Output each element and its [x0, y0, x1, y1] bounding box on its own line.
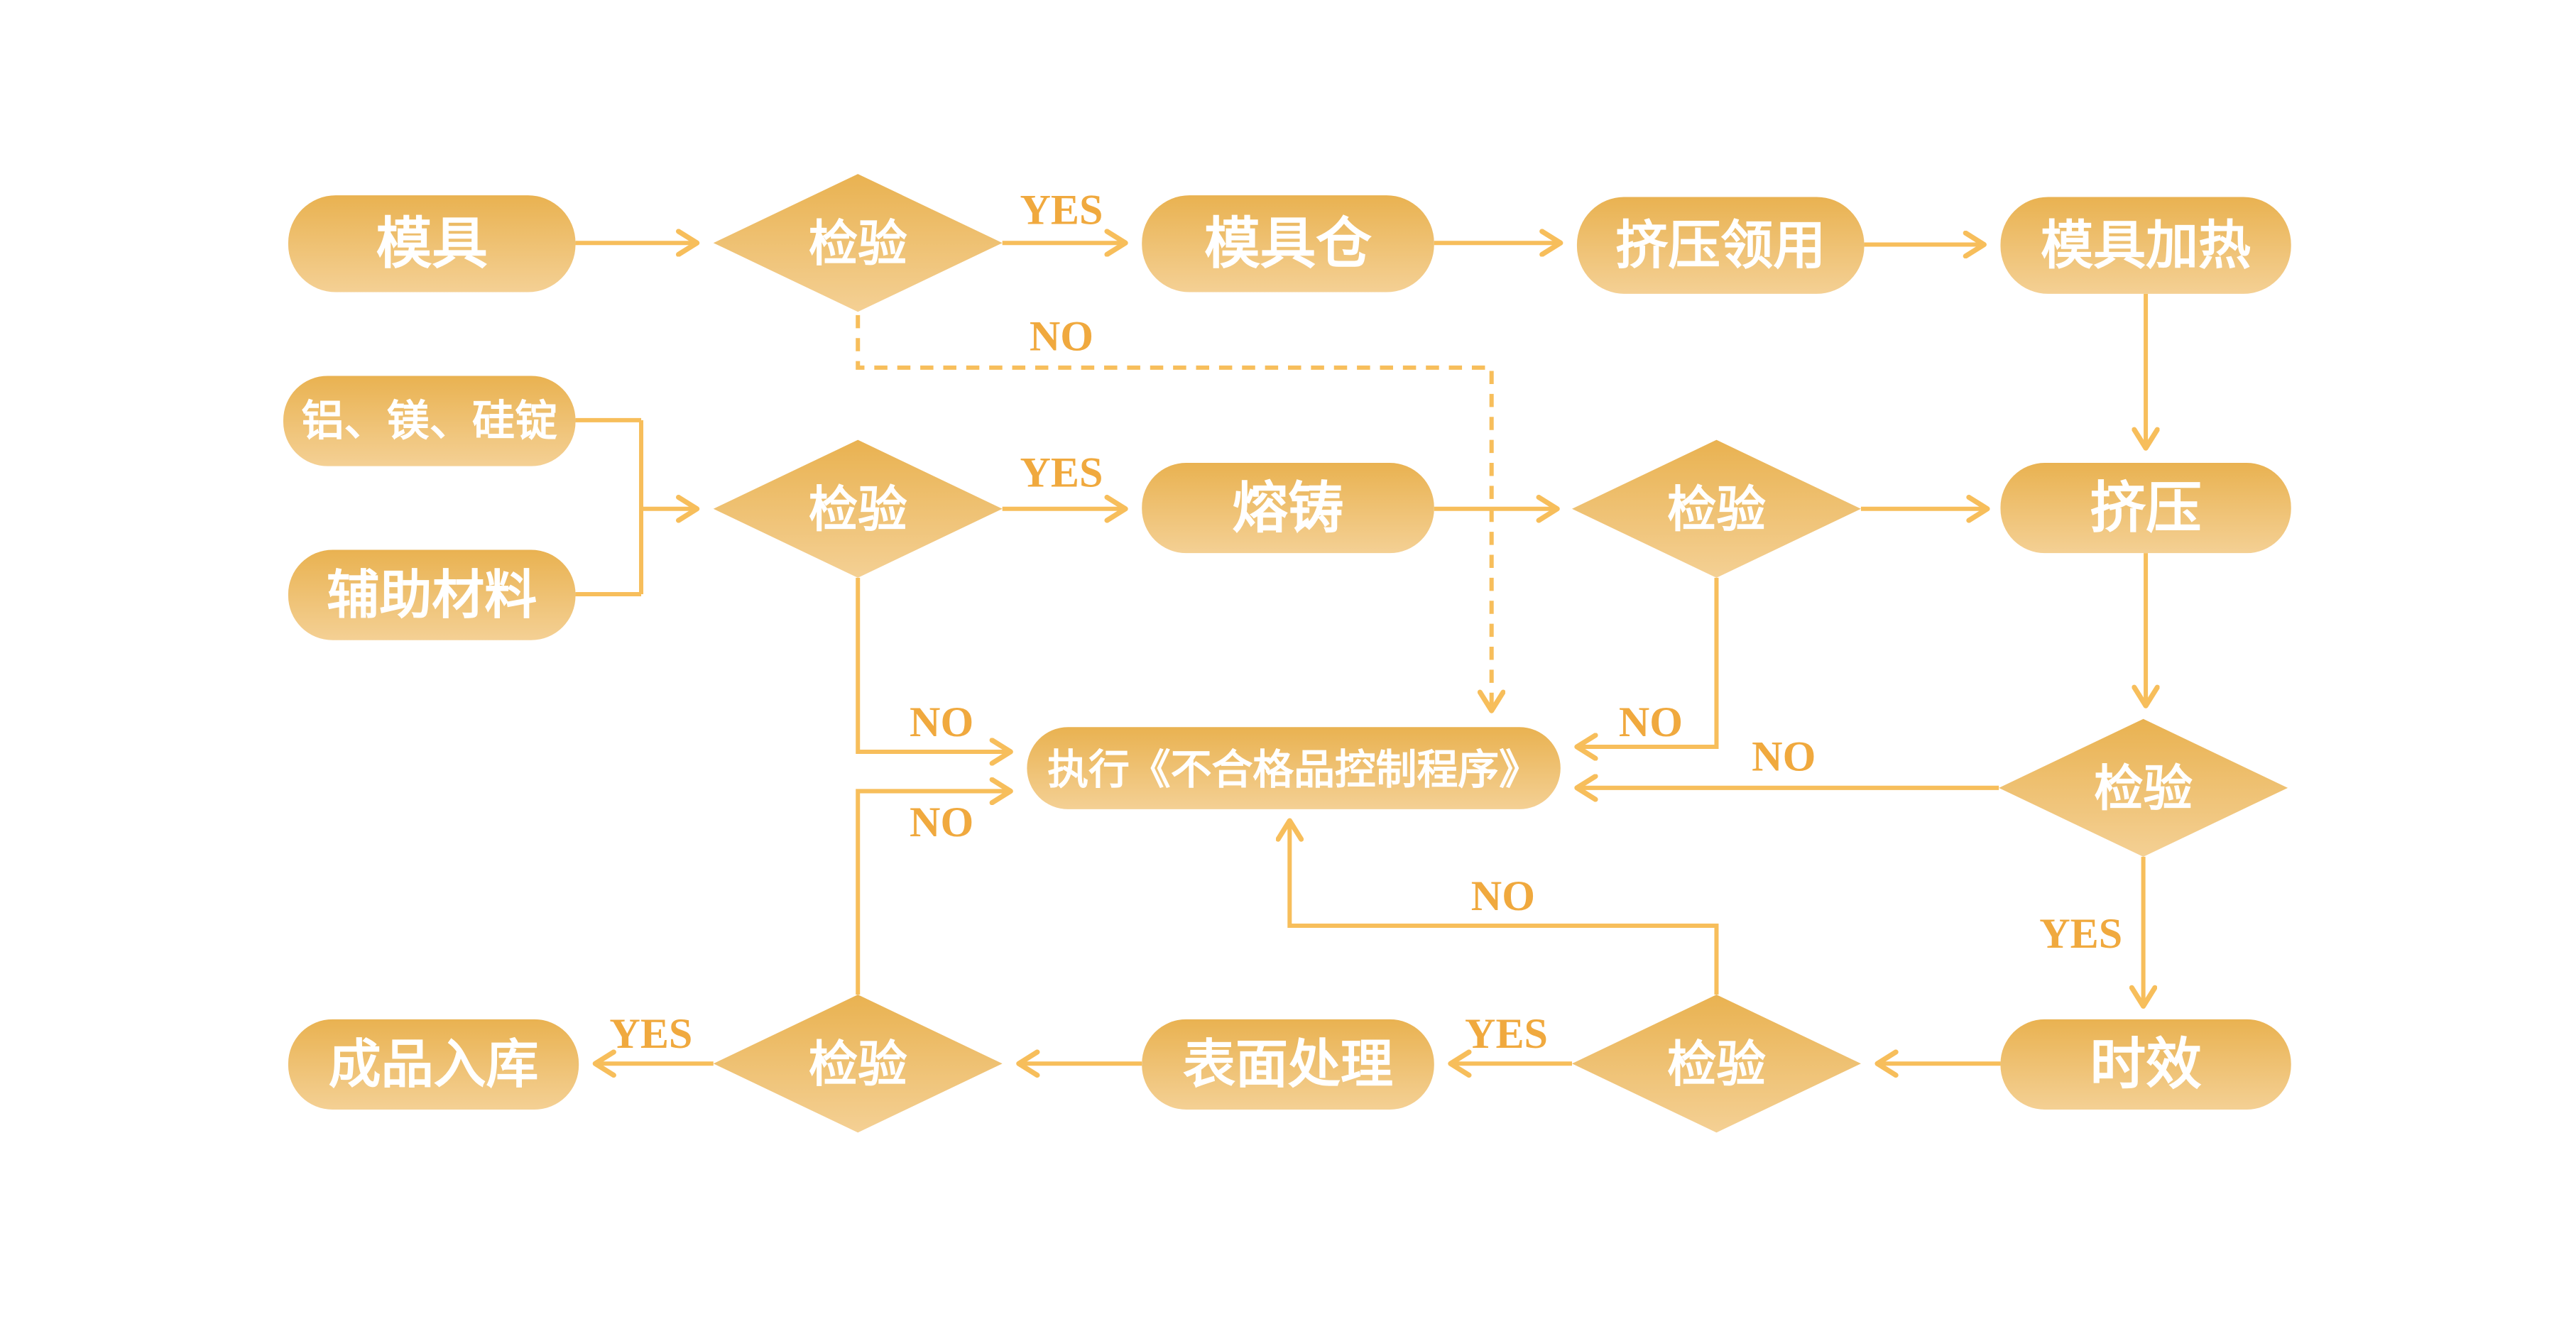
edge-inspect1-no-to-control-program: [856, 314, 1491, 711]
decision-inspect-4: 检验: [1999, 718, 2288, 857]
edge-inspect5-no-to-control-program: [1289, 821, 1719, 995]
node-mold-heating: 模具加热: [2000, 197, 2291, 294]
node-aux-materials-label: 辅助材料: [327, 566, 537, 625]
decision-inspect-2-label: 检验: [809, 483, 907, 538]
label-yes-6: YES: [609, 1010, 692, 1058]
node-ingots-shape: [283, 376, 576, 466]
label-no-3: NO: [1619, 699, 1683, 746]
node-mold-heating-label: 模具加热: [2041, 217, 2251, 275]
label-no-5: NO: [1471, 872, 1535, 920]
decision-inspect-3: 检验: [1571, 439, 1861, 578]
node-aging-shape: [2000, 1019, 2291, 1110]
decision-inspect-6: 检验: [713, 995, 1003, 1133]
edge-inspect2-no-to-control-program: [856, 577, 1010, 752]
decision-inspect-2: 检验: [713, 439, 1003, 578]
node-mold-store-label: 模具仓: [1204, 214, 1372, 275]
node-mold-shape: [288, 195, 576, 292]
node-surface-treatment-label: 表面处理: [1183, 1036, 1393, 1095]
node-control-program: 执行《不合格品控制程序》: [1027, 727, 1561, 809]
decision-inspect-3-label: 检验: [1667, 483, 1766, 538]
decision-inspect-5: 检验: [1571, 995, 1861, 1133]
node-extrusion-pickup-label: 挤压领用: [1615, 217, 1825, 275]
decision-inspect-4-label: 检验: [2094, 762, 2193, 817]
label-no-2: NO: [910, 699, 973, 746]
node-surface-treatment: 表面处理: [1142, 1019, 1434, 1110]
node-surface-treatment-shape: [1142, 1019, 1434, 1110]
nodes: 模具 检验 模具仓 挤压领用 模具加热 铝、镁、硅锭 辅助材料 检: [283, 174, 2291, 1133]
node-mold-label: 模具: [376, 214, 488, 275]
node-control-program-shape: [1027, 727, 1561, 809]
node-extrusion: 挤压: [2000, 463, 2291, 554]
node-extrusion-label: 挤压: [2090, 478, 2201, 540]
node-extrusion-pickup-shape: [1576, 197, 1865, 294]
node-mold-heating-shape: [2000, 197, 2291, 294]
decision-inspect-5-label: 检验: [1667, 1038, 1766, 1093]
node-mold: 模具: [288, 195, 576, 292]
decision-inspect-1-shape: [713, 174, 1003, 312]
node-melting-casting: 熔铸: [1142, 463, 1434, 554]
edge-inspect6-no-to-control-program: [856, 791, 1010, 995]
node-aging: 时效: [2000, 1019, 2291, 1110]
label-yes-4: YES: [2039, 910, 2122, 958]
node-control-program-label: 执行《不合格品控制程序》: [1047, 747, 1540, 793]
decision-inspect-6-shape: [713, 995, 1003, 1133]
node-extrusion-pickup: 挤压领用: [1576, 197, 1865, 294]
node-melting-casting-label: 熔铸: [1232, 478, 1343, 540]
label-no-1: NO: [1030, 312, 1093, 360]
node-aux-materials: 辅助材料: [288, 549, 576, 640]
decision-inspect-5-shape: [1571, 995, 1861, 1133]
node-finished-goods: 成品入库: [288, 1019, 579, 1110]
node-mold-store: 模具仓: [1142, 195, 1434, 292]
node-aux-materials-shape: [288, 549, 576, 640]
label-no-4: NO: [1752, 733, 1816, 780]
label-yes-2: YES: [1020, 449, 1103, 496]
label-yes-5: YES: [1465, 1010, 1548, 1058]
label-yes-1: YES: [1020, 186, 1103, 234]
edges: [575, 243, 2146, 1063]
decision-inspect-4-shape: [1999, 718, 2288, 857]
decision-inspect-1: 检验: [713, 174, 1003, 312]
node-aging-label: 时效: [2090, 1034, 2202, 1096]
node-finished-goods-shape: [288, 1019, 579, 1110]
node-ingots: 铝、镁、硅锭: [283, 376, 576, 466]
edge-labels: YES NO YES NO NO NO YES NO YES NO YES: [609, 186, 2122, 1058]
label-no-6: NO: [910, 799, 973, 846]
node-extrusion-shape: [2000, 463, 2291, 554]
decision-inspect-1-label: 检验: [809, 217, 907, 272]
decision-inspect-6-label: 检验: [809, 1038, 907, 1093]
node-finished-goods-label: 成品入库: [329, 1036, 539, 1095]
node-melting-casting-shape: [1142, 463, 1434, 554]
edge-inspect3-no-to-control-program: [1577, 577, 1719, 747]
node-ingots-label: 铝、镁、硅锭: [301, 398, 557, 446]
node-mold-store-shape: [1142, 195, 1434, 292]
